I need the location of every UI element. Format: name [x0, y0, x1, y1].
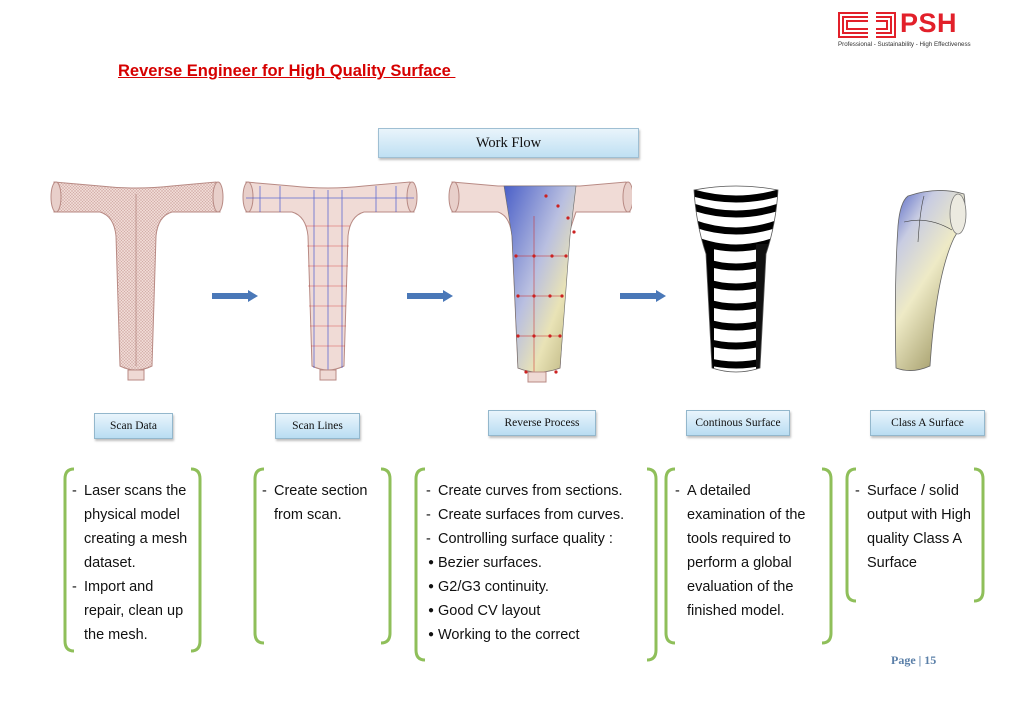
stage-label-scan-lines: Scan Lines: [275, 413, 360, 439]
reverse-process-image: [448, 181, 632, 383]
arrow-right-icon: [212, 290, 258, 302]
right-bracket-icon: [973, 467, 985, 603]
class-a-surface-image: [894, 190, 967, 371]
right-bracket-icon: [821, 467, 833, 645]
list-item: Import and repair, clean up the mesh.: [72, 575, 196, 647]
box-class-a-surface: Surface / solid output with High quality…: [844, 467, 986, 603]
list-item: Create surfaces from curves.: [426, 503, 654, 527]
scan-data-mesh-image: [50, 181, 224, 381]
box-scan-data: Laser scans the physical model creating …: [62, 467, 203, 653]
psh-tagline: Professional - Sustainability - High Eff…: [838, 41, 971, 48]
stage-label-class-a-surface: Class A Surface: [870, 410, 985, 436]
left-bracket-icon: [664, 467, 676, 645]
list-item: Good CV layout: [426, 599, 654, 623]
list-item: Working to the correct: [426, 623, 654, 647]
box-continuous-surface: A detailed examination of the tools requ…: [663, 467, 834, 645]
arrow-right-icon: [407, 290, 453, 302]
page-number: Page | 15: [891, 653, 937, 667]
left-bracket-icon: [414, 467, 426, 662]
psh-logo-mark-icon: [838, 12, 896, 38]
left-bracket-icon: [253, 467, 265, 645]
arrow-right-icon: [620, 290, 666, 302]
list-item: G2/G3 continuity.: [426, 575, 654, 599]
psh-logo: PSH Professional - Sustainability - High…: [838, 8, 988, 52]
list-item: Create curves from sections.: [426, 479, 654, 503]
list-item: Laser scans the physical model creating …: [72, 479, 196, 575]
list-item: A detailed examination of the tools requ…: [675, 479, 823, 623]
left-bracket-icon: [845, 467, 857, 603]
stage-label-scan-data: Scan Data: [94, 413, 173, 439]
right-bracket-icon: [646, 467, 658, 662]
list-item: Surface / solid output with High quality…: [855, 479, 977, 575]
left-bracket-icon: [63, 467, 75, 653]
page-title: Reverse Engineer for High Quality Surfac…: [118, 62, 456, 80]
psh-wordmark: PSH: [900, 8, 958, 38]
right-bracket-icon: [190, 467, 202, 653]
stage-label-continuous-surface: Continous Surface: [686, 410, 790, 436]
box-reverse-process: Create curves from sections. Create surf…: [413, 467, 659, 662]
box-scan-lines: Create section from scan.: [252, 467, 393, 645]
scan-lines-image: [242, 181, 418, 381]
stage-label-reverse-process: Reverse Process: [488, 410, 596, 436]
right-bracket-icon: [380, 467, 392, 645]
list-item: Bezier surfaces.: [426, 551, 654, 575]
list-item: Create section from scan.: [262, 479, 380, 527]
continuous-surface-zebra-image: [693, 185, 779, 373]
list-item: Controlling surface quality :: [426, 527, 654, 551]
workflow-header: Work Flow: [378, 128, 639, 158]
